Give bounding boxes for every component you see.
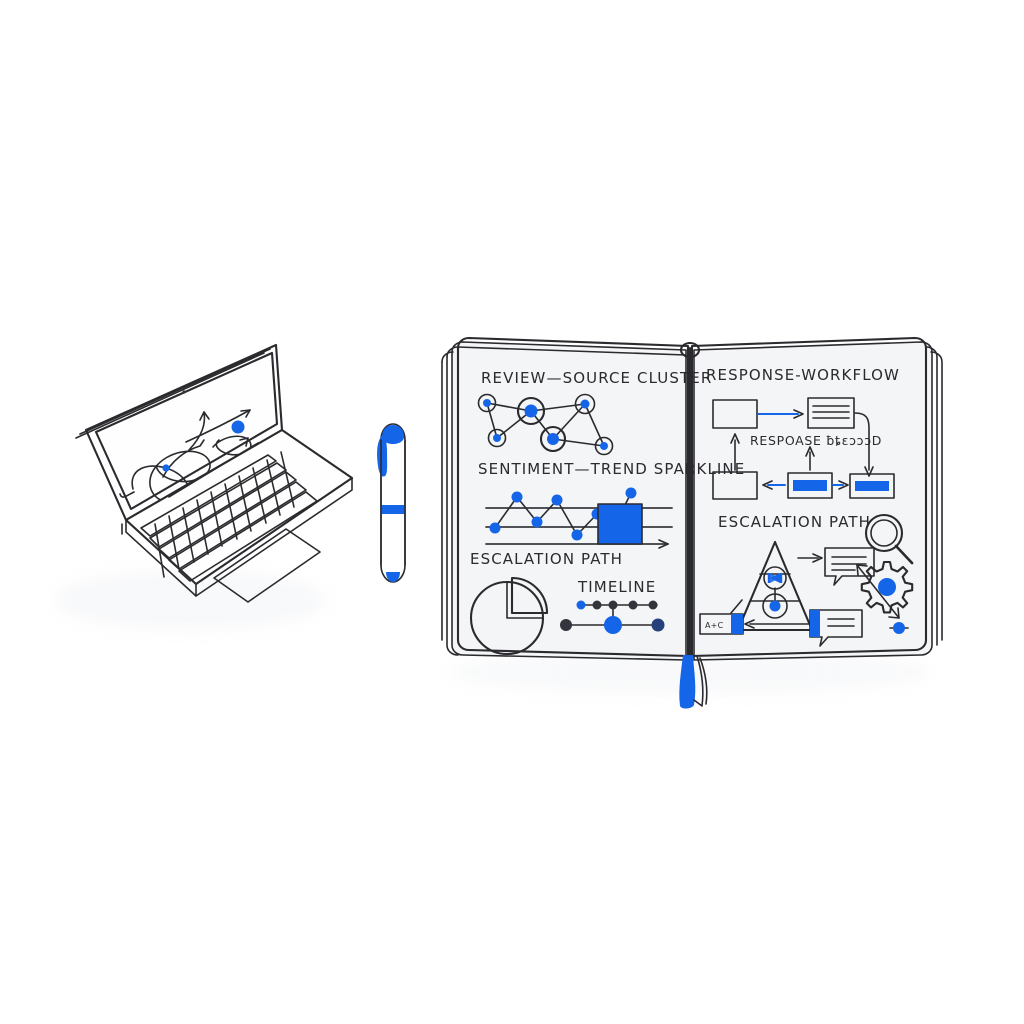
workflow-box-c xyxy=(787,472,833,499)
heading-escalation-path-right: ESCALATION PATH xyxy=(718,513,871,531)
laptop-base xyxy=(121,428,354,603)
pyramid-badge-upper-glyph xyxy=(767,573,783,583)
timeline-dot xyxy=(576,600,586,610)
notebook-right-page xyxy=(690,336,928,658)
cluster-node-hub xyxy=(516,396,546,426)
resize-arrow-icon xyxy=(856,564,900,619)
pie-wedge-hatched xyxy=(510,576,549,615)
workflow-box-d xyxy=(849,473,895,499)
left-page-content: REVIEW—SOURCE CLUSTER xyxy=(470,369,745,656)
heading-escalation-path-left: ESCALATION PATH xyxy=(470,550,623,568)
node-cluster-diagram xyxy=(477,393,614,456)
sparkline-point xyxy=(531,516,543,528)
cluster-node xyxy=(594,436,614,456)
timeline-dot xyxy=(608,600,618,610)
pyramid-chip-label: A+C xyxy=(705,621,724,630)
timeline-dot xyxy=(648,600,658,610)
heading-review-source-cluster: REVIEW—SOURCE CLUSTER xyxy=(481,369,712,387)
timeline-dot xyxy=(628,600,638,610)
sparkline-point xyxy=(511,491,523,503)
cluster-node xyxy=(477,393,497,413)
laptop-sketch xyxy=(55,343,354,630)
workflow-box-b-lines xyxy=(812,405,850,419)
open-notebook: REVIEW—SOURCE CLUSTER xyxy=(441,336,943,709)
cluster-node xyxy=(487,428,507,448)
node-dot-icon xyxy=(889,622,909,634)
workflow-box-e xyxy=(712,471,758,500)
pyramid-chip-bar xyxy=(731,614,743,634)
sparkline-point xyxy=(571,529,583,541)
timeline-dot xyxy=(560,619,572,631)
laptop-shadow xyxy=(55,570,325,630)
laptop-keyboard xyxy=(140,451,318,582)
workflow-connector-b-d xyxy=(854,412,870,471)
sparkline-point xyxy=(625,487,637,499)
heading-timeline: TIMELINE xyxy=(577,578,656,596)
pyramid-outline xyxy=(736,540,814,632)
workflow-box-c-fill xyxy=(793,480,827,491)
timeline-dot-active xyxy=(604,616,622,634)
cluster-node-hub xyxy=(539,425,567,453)
workflow-diagram: RESPOASE ƀȶɛɔɔɔD xyxy=(712,397,895,500)
heading-response-workflow: RESPONSE-WORKFLOW xyxy=(706,366,900,384)
pen-cap xyxy=(382,425,404,444)
pen-clip xyxy=(377,434,388,477)
notebook-spine-loop xyxy=(679,341,701,359)
cluster-node xyxy=(574,393,596,415)
pyramid-badge-upper xyxy=(763,566,787,590)
pen-sketch xyxy=(377,423,406,583)
sparkline-point xyxy=(489,522,501,534)
sparkline-arrowhead xyxy=(658,539,669,549)
screen-dot-small xyxy=(162,464,170,472)
pyramid-callout-bottom-bar xyxy=(810,610,820,637)
heading-sentiment-trend-sparkline: SENTIMENT—TREND SPARKLINE xyxy=(478,460,745,478)
notebook-page-edges xyxy=(441,341,943,661)
timeline-dot xyxy=(592,600,602,610)
sparkline-highlight-block xyxy=(598,504,642,544)
gear-icon xyxy=(860,560,914,614)
timeline-dot xyxy=(651,618,665,632)
gear-center-dot xyxy=(878,578,896,596)
icon-column xyxy=(856,513,914,634)
notebook-ribbon xyxy=(679,655,708,709)
pyramid-callout-top xyxy=(824,547,875,586)
pie-chart xyxy=(470,576,549,656)
laptop-trackpad xyxy=(213,528,321,603)
pyramid-badge-lower xyxy=(762,593,788,619)
magnifier-icon xyxy=(864,513,914,565)
sparkline-point xyxy=(551,494,563,506)
pen-tip xyxy=(386,572,400,582)
webcam-dot xyxy=(182,390,186,394)
screen-dot-large xyxy=(231,420,245,434)
pyramid-chip-leader xyxy=(730,599,743,614)
timeline-diagram xyxy=(560,600,665,634)
sparkline-chart xyxy=(485,487,673,549)
pyramid-badge-lower-dot xyxy=(769,600,781,612)
pyramid-diagram: A+C xyxy=(699,540,875,647)
pen-band xyxy=(381,505,405,514)
workflow-box-b xyxy=(807,397,855,429)
workflow-mid-label: RESPOASE ƀȶɛɔɔɔD xyxy=(750,433,882,448)
right-page-content: RESPONSE-WORKFLOW xyxy=(699,366,914,647)
workflow-box-d-fill xyxy=(855,481,889,491)
